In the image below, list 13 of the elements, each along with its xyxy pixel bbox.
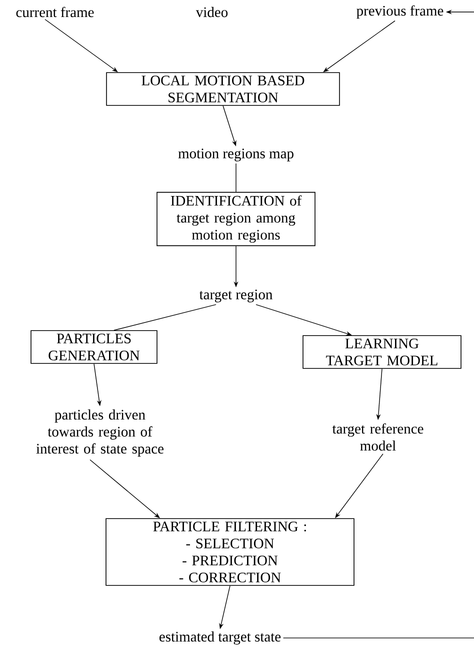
data-text: particles driven towards region of interest of state space [36,409,164,457]
process-box: LEARNING TARGET MODEL [302,335,462,369]
input-text: previous frame [356,5,444,19]
process-box: IDENTIFICATION of target region among motion regions [156,192,316,246]
process-box: PARTICLES GENERATION [30,330,158,364]
process-box: PARTICLE FILTERING : - SELECTION - PREDICTION - CORRECTION [106,518,354,586]
output-text: estimated target state [160,631,281,645]
label-text: video [196,6,228,18]
data-text: target region [199,290,272,302]
process-box: LOCAL MOTION BASED SEGMENTATION [106,72,340,106]
data-text: motion regions map [178,148,294,162]
input-text: current frame [16,6,94,18]
data-text: target reference model [332,423,424,451]
